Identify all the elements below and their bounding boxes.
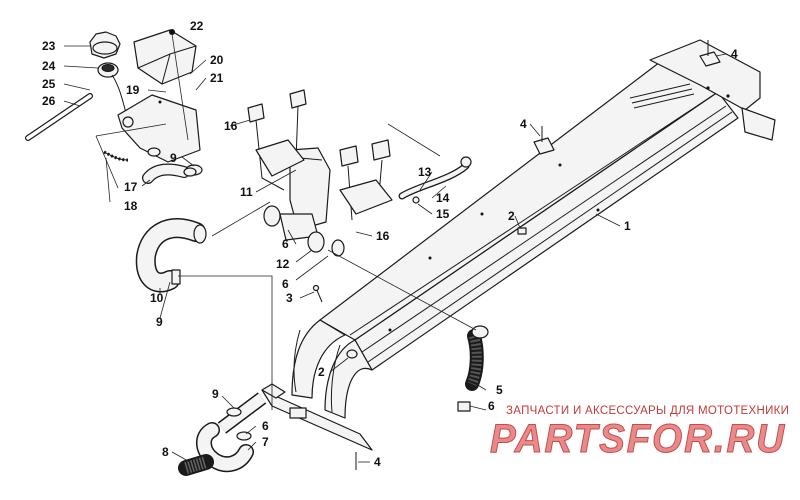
callout-10: 10 <box>150 291 164 305</box>
callout-14: 14 <box>436 191 450 205</box>
callout-6-d: 6 <box>262 419 269 433</box>
sensor-cluster-left <box>247 89 307 191</box>
callout-11: 11 <box>240 185 253 199</box>
callout-26: 26 <box>42 94 56 108</box>
strap <box>103 150 129 162</box>
callout-20: 20 <box>210 53 224 67</box>
callout-18: 18 <box>124 199 138 213</box>
callout-19: 19 <box>126 83 140 97</box>
callout-1: 1 <box>624 219 631 233</box>
callout-4-middle: 4 <box>520 117 527 131</box>
thermostat-housing <box>263 147 345 257</box>
callout-24: 24 <box>42 59 56 73</box>
mounting-bolts <box>355 40 721 470</box>
heat-exchanger <box>261 39 776 451</box>
control-box <box>133 29 197 85</box>
callout-15: 15 <box>436 207 450 221</box>
callout-9-lower: 9 <box>212 387 219 401</box>
corrugated-hose <box>457 325 489 412</box>
overflow-hose <box>25 93 93 141</box>
hose-clamps <box>147 147 527 441</box>
callout-16-right: 16 <box>376 229 390 243</box>
watermark-subtitle: ЗАПЧАСТИ И АКСЕССУАРЫ ДЛЯ МОТОТЕХНИКИ <box>506 405 789 417</box>
callout-8: 8 <box>162 445 169 459</box>
callout-16-left: 16 <box>224 119 238 133</box>
callout-4-rear: 4 <box>731 47 738 61</box>
callout-9-middle: 9 <box>156 315 163 329</box>
callout-6-c: 6 <box>488 399 495 413</box>
watermark-brand: PARTSFOR.RU <box>490 417 786 461</box>
hose-14 <box>398 156 472 204</box>
callout-23: 23 <box>42 39 56 53</box>
callout-9-upper: 9 <box>170 151 177 165</box>
callout-2-lower: 2 <box>318 365 325 379</box>
callout-4-front: 4 <box>374 455 381 469</box>
callout-6-a: 6 <box>282 237 289 251</box>
corrugated-hose-8 <box>178 454 214 476</box>
callout-6-b: 6 <box>282 277 289 291</box>
callout-21: 21 <box>210 71 224 85</box>
callout-17: 17 <box>124 180 138 194</box>
callout-13: 13 <box>418 165 432 179</box>
callout-22: 22 <box>190 19 204 33</box>
callout-12: 12 <box>276 257 290 271</box>
filler-neck <box>97 62 201 163</box>
hose-10 <box>135 218 207 293</box>
leader-lines <box>63 33 727 463</box>
callout-labels: 23 24 25 26 22 20 21 19 16 16 9 9 9 17 1… <box>42 19 738 469</box>
sensor-cluster-right <box>339 139 393 221</box>
callout-7: 7 <box>262 435 269 449</box>
bolt-3 <box>312 284 323 303</box>
hose-7 <box>196 392 267 473</box>
callout-2-upper: 2 <box>508 209 515 223</box>
callout-5: 5 <box>496 383 503 397</box>
watermark: ЗАПЧАСТИ И АКСЕССУАРЫ ДЛЯ МОТОТЕХНИКИ PA… <box>490 405 789 462</box>
callout-3: 3 <box>286 291 293 305</box>
callout-25: 25 <box>42 77 56 91</box>
radiator-cap <box>89 31 121 59</box>
